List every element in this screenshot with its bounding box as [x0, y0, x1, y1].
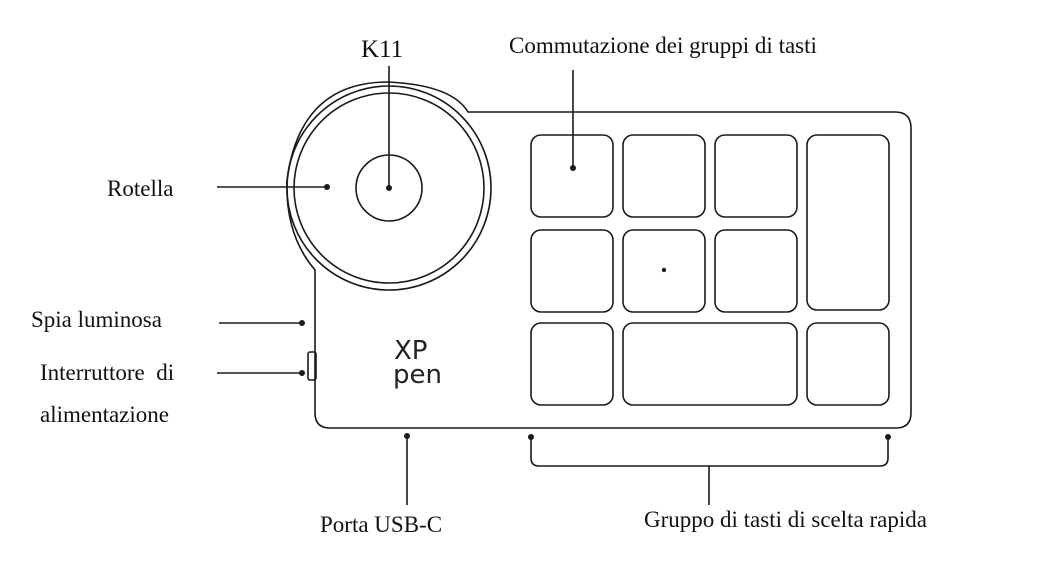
- callout-dot-power: [299, 370, 305, 376]
- key-center-dot: [661, 267, 667, 273]
- logo-xp: XP: [394, 336, 428, 366]
- power-switch: [307, 351, 317, 381]
- label-power-line2: alimentazione: [40, 402, 169, 427]
- shortcut-bracket: [530, 437, 889, 467]
- callout-dot-group-switch: [570, 165, 576, 171]
- key-r1c3: [714, 134, 798, 218]
- label-group-switch: Commutazione dei gruppi di tasti: [509, 33, 817, 58]
- callout-dot-indicator: [299, 320, 305, 326]
- logo-pen: pen: [393, 360, 442, 390]
- label-usb: Porta USB-C: [320, 512, 442, 537]
- key-group-switch: [530, 134, 614, 218]
- label-indicator: Spia luminosa: [31, 307, 162, 332]
- callout-dot-wheel: [324, 184, 330, 190]
- label-power-line1: Interruttore di: [40, 360, 174, 385]
- key-tall: [806, 134, 890, 311]
- key-r1c2: [622, 134, 706, 218]
- label-wheel: Rotella: [107, 176, 173, 201]
- key-wide: [622, 322, 798, 406]
- key-r2c1: [530, 229, 614, 313]
- key-r2c3: [714, 229, 798, 313]
- key-r3c1: [530, 322, 614, 406]
- callout-dot-k11: [386, 185, 392, 191]
- label-shortcut-group: Gruppo di tasti di scelta rapida: [644, 507, 927, 532]
- key-r3c4: [806, 322, 890, 406]
- label-k11: K11: [361, 36, 403, 63]
